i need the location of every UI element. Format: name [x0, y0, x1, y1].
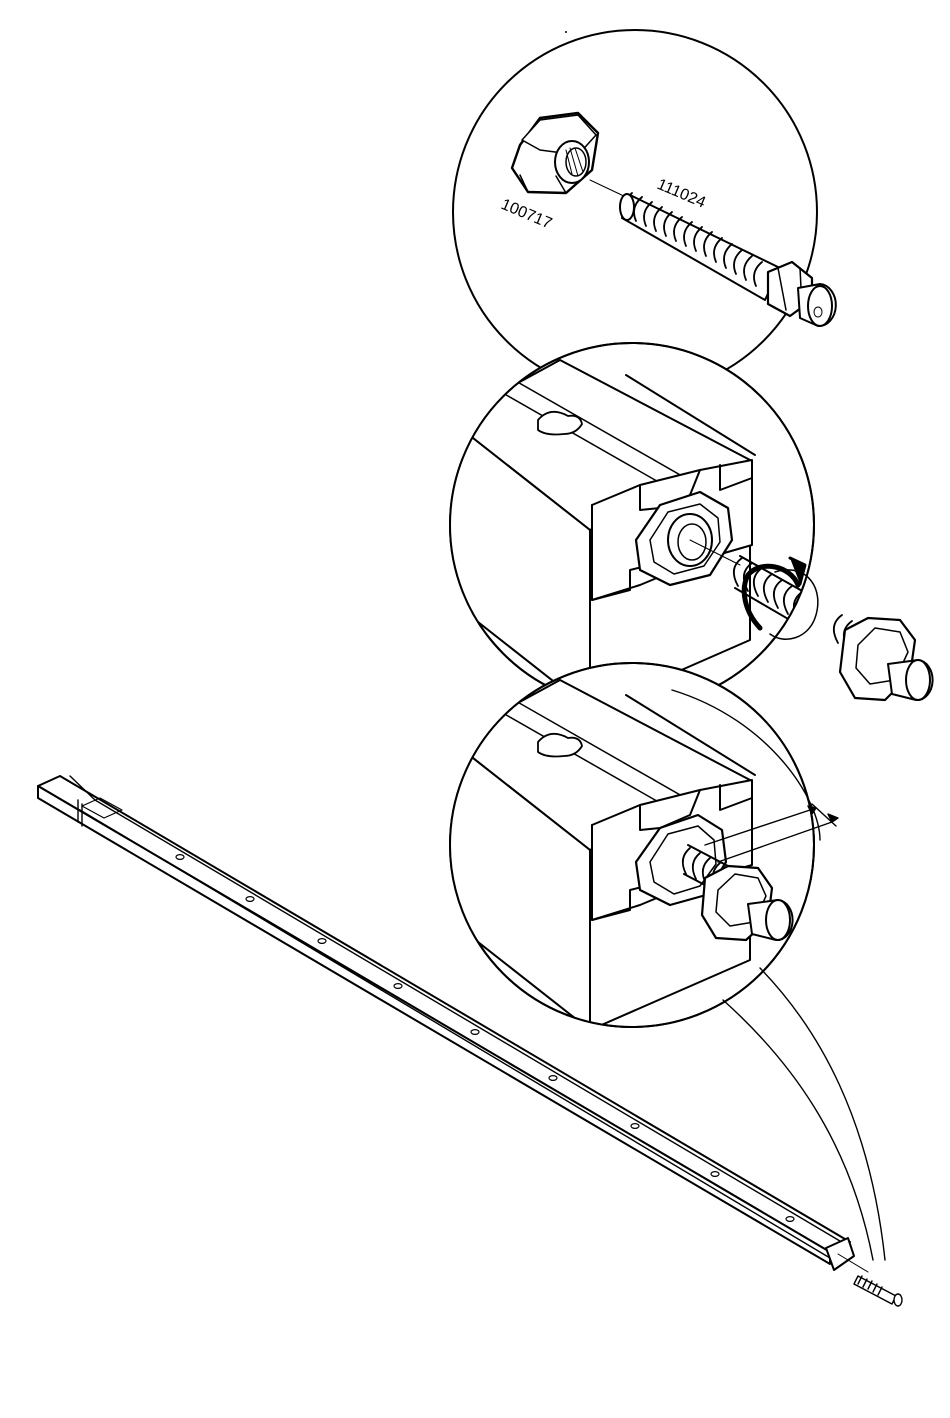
- hex-nut-icon: [840, 618, 933, 700]
- detail-circle-insert: [450, 343, 933, 710]
- detail-circle-adjusted: [450, 663, 885, 1260]
- threaded-bolt-icon: [854, 1276, 902, 1306]
